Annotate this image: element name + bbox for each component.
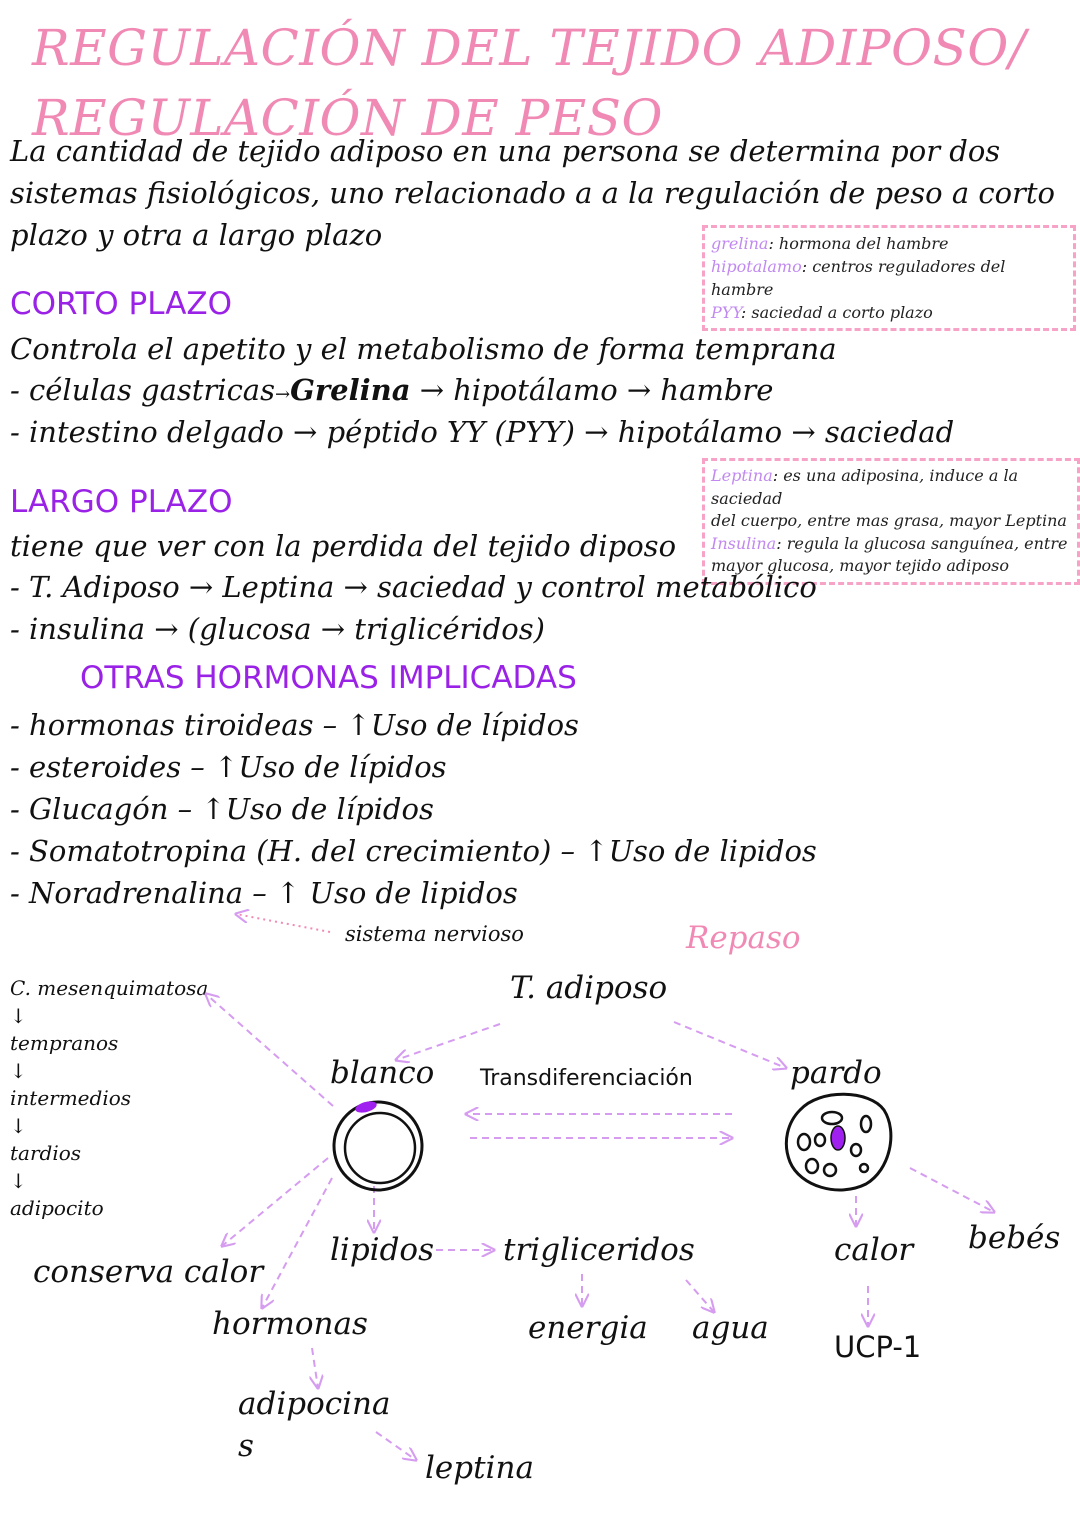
node-agua: agua	[692, 1310, 769, 1346]
hormone-item: - Glucagón – ↑Uso de lípidos	[10, 792, 434, 826]
corto-line-1-a: - células gastricas	[10, 373, 275, 407]
node-lipidos: lipidos	[330, 1232, 435, 1268]
corto-line-1-b: → hipotálamo → hambre	[410, 373, 774, 407]
lineage-arrow: ↓	[10, 1003, 27, 1028]
arrow-to-lineage	[206, 994, 334, 1107]
note-short-term: grelina: hormona del hambre hipotalamo: …	[702, 225, 1076, 331]
corto-line-1: - células gastricas→Grelina → hipotálamo…	[10, 369, 773, 416]
note-key: grelina	[711, 234, 769, 253]
corto-desc: Controla el apetito y el metabolismo de …	[10, 332, 837, 366]
lineage-arrow: ↓	[10, 1058, 27, 1083]
note-row: del cuerpo, entre mas grasa, mayor Lepti…	[711, 511, 1067, 530]
white-adipocyte-icon	[332, 1100, 424, 1192]
note-key: hipotalamo	[711, 257, 802, 276]
note-key: Insulina	[711, 533, 777, 553]
note-text: : es una adiposina, induce a la saciedad	[711, 466, 1019, 508]
arrow-glyph: →	[274, 384, 291, 405]
node-trigliceridos: trigliceridos	[503, 1232, 695, 1268]
grelina-bold: Grelina	[290, 373, 411, 407]
note-row: Leptina: es una adiposina, induce a la s…	[711, 465, 1071, 510]
arrow-to-blanco	[396, 1023, 501, 1060]
node-leptina: leptina	[425, 1450, 534, 1486]
node-hormonas: hormonas	[212, 1306, 368, 1342]
note-text: : saciedad a corto plazo	[740, 303, 933, 322]
note-text: : regula la glucosa sanguínea, entre	[776, 533, 1068, 553]
page-title-line2: REGULACIÓN DE PESO	[32, 89, 664, 147]
sistema-nervioso-label: sistema nervioso	[345, 922, 524, 946]
hormone-item: - hormonas tiroideas – ↑Uso de lípidos	[10, 708, 579, 742]
note-row: hipotalamo: centros reguladores del hamb…	[711, 255, 1067, 301]
node-t-adiposo: T. adiposo	[510, 970, 668, 1006]
note-key: Leptina	[711, 466, 773, 485]
largo-line-1: - T. Adiposo → Leptina → saciedad y cont…	[10, 570, 817, 604]
note-text: : centros reguladores del hambre	[711, 257, 1006, 299]
note-row: mayor glucosa, mayor tejido adiposo	[711, 556, 1009, 575]
node-bebes: bebés	[968, 1220, 1061, 1256]
arrow-to-adipocinas	[312, 1347, 318, 1388]
arrow-to-conserva-calor	[222, 1157, 329, 1246]
node-adipocinas-2: s	[238, 1428, 254, 1464]
brown-adipocyte-icon	[784, 1092, 893, 1192]
node-blanco: blanco	[330, 1055, 435, 1091]
repaso-label: Repaso	[686, 920, 801, 956]
arrow-to-hormonas	[262, 1177, 333, 1308]
node-conserva-calor: conserva calor	[33, 1254, 264, 1290]
lineage-step: tempranos	[10, 1031, 119, 1055]
arrow-to-bebes	[909, 1167, 994, 1212]
page-title-line1: REGULACIÓN DEL TEJIDO ADIPOSO/	[32, 19, 1027, 77]
lineage-step: adipocito	[10, 1196, 104, 1220]
note-row: grelina: hormona del hambre	[711, 232, 1067, 255]
heading-largo-plazo: LARGO PLAZO	[10, 484, 233, 520]
node-calor: calor	[834, 1232, 914, 1268]
node-ucp1: UCP-1	[834, 1330, 922, 1364]
largo-line-2: - insulina → (glucosa → triglicéridos)	[10, 612, 545, 646]
node-pardo: pardo	[790, 1055, 882, 1091]
heading-otras-hormonas: OTRAS HORMONAS IMPLICADAS	[80, 660, 577, 696]
arrow-to-leptina	[375, 1431, 416, 1460]
label-transdiferenciacion: Transdiferenciación	[480, 1066, 693, 1091]
note-row: Insulina: regula la glucosa sanguínea, e…	[711, 533, 1071, 556]
arrow-to-agua	[685, 1279, 714, 1312]
note-row: PYY: saciedad a corto plazo	[711, 301, 1067, 324]
arrow-to-pardo	[673, 1021, 786, 1068]
lineage-step: tardios	[10, 1141, 82, 1165]
heading-corto-plazo: CORTO PLAZO	[10, 286, 233, 322]
intro-line-1: La cantidad de tejido adiposo en una per…	[10, 134, 1001, 168]
hormone-item: - esteroides – ↑Uso de lípidos	[10, 750, 447, 784]
lineage-list: C. mesenquimatosa ↓ tempranos ↓ intermed…	[10, 975, 208, 1223]
arrow-sistema-nervioso	[236, 914, 331, 933]
note-key: PYY	[711, 303, 741, 322]
largo-desc: tiene que ver con la perdida del tejido …	[10, 529, 677, 563]
note-long-term: Leptina: es una adiposina, induce a la s…	[702, 458, 1080, 585]
hormone-item: - Noradrenalina – ↑ Uso de lipidos	[10, 876, 518, 910]
note-text: : hormona del hambre	[768, 234, 949, 253]
intro-line-2: sistemas fisiológicos, uno relacionado a…	[10, 176, 1056, 210]
lineage-arrow: ↓	[10, 1113, 27, 1138]
lineage-arrow: ↓	[10, 1168, 27, 1193]
node-energia: energia	[528, 1310, 648, 1346]
hormone-item: - Somatotropina (H. del crecimiento) – ↑…	[10, 834, 817, 868]
node-adipocinas-1: adipocina	[238, 1386, 391, 1422]
lineage-step: intermedios	[10, 1086, 132, 1110]
intro-line-3: plazo y otra a largo plazo	[10, 218, 383, 252]
lineage-step: C. mesenquimatosa	[10, 976, 209, 1000]
corto-line-2: - intestino delgado → péptido YY (PYY) →…	[10, 415, 955, 449]
